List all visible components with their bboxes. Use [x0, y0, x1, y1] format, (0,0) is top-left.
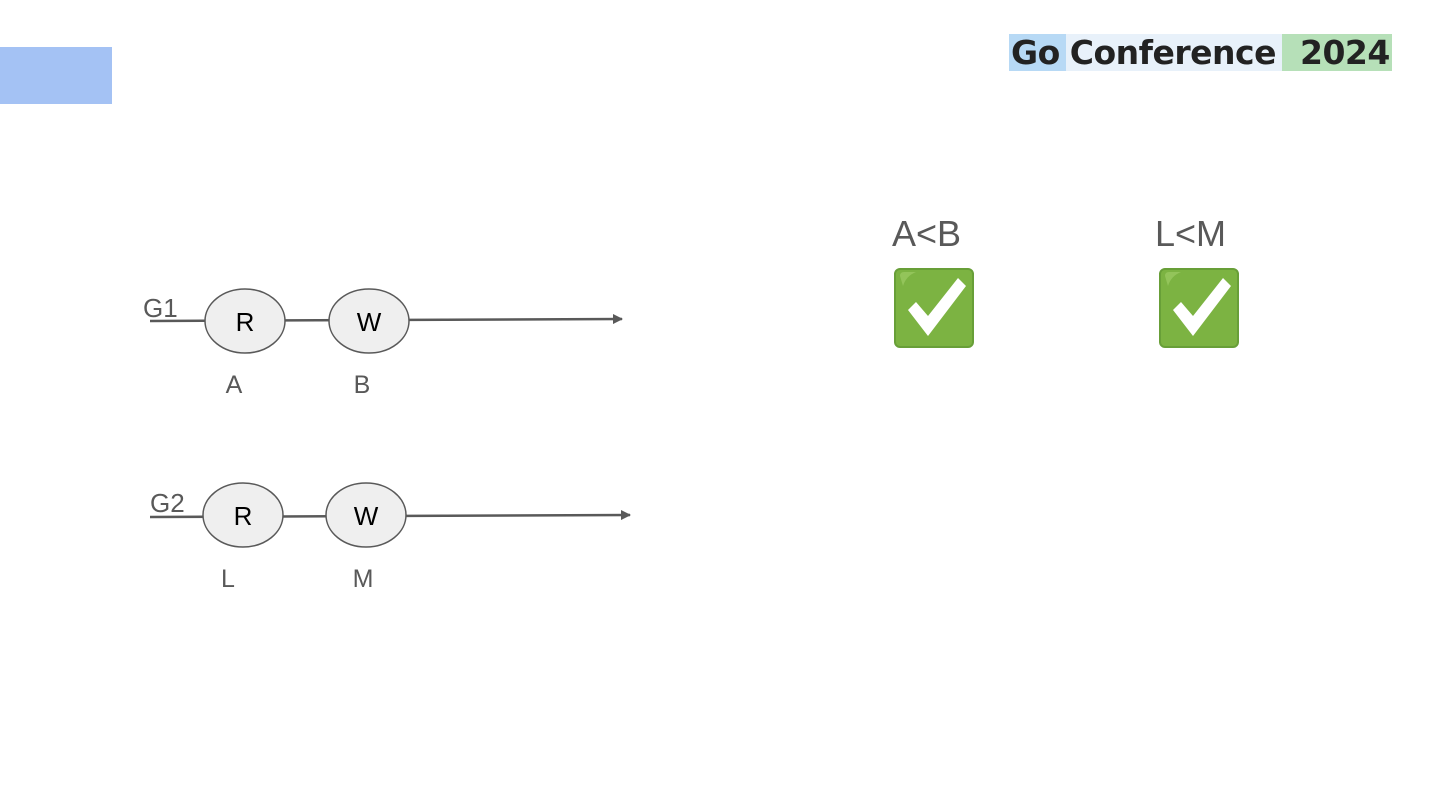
- write-node-g2-op: W: [354, 501, 379, 531]
- read-node-g1: [204, 288, 286, 354]
- logo-go: Go: [1009, 34, 1066, 71]
- read-node-g2-op: R: [234, 501, 253, 531]
- write-node-g1: [328, 288, 410, 354]
- timeline-g2: G2 R W L M: [149, 482, 631, 593]
- conference-logo: Go Conference 2024: [1009, 34, 1392, 71]
- event-label-m: M: [353, 565, 374, 593]
- check-mark-icon: [1159, 268, 1239, 348]
- write-node-g1-op: W: [357, 307, 382, 337]
- logo-year: 2024: [1281, 34, 1392, 71]
- condition-l-before-m: L<M: [1155, 213, 1227, 254]
- read-node-g2: [202, 482, 284, 548]
- goroutine-label-g2: G2: [150, 488, 185, 518]
- read-node-g1-op: R: [236, 307, 255, 337]
- event-label-a: A: [226, 371, 243, 399]
- check-mark-icon: [894, 268, 974, 348]
- write-node-g2: [325, 482, 407, 548]
- condition-a-before-b: A<B: [892, 213, 962, 254]
- event-label-b: B: [354, 371, 371, 399]
- event-label-l: L: [221, 565, 235, 593]
- corner-accent-block: [0, 47, 112, 104]
- goroutine-label-g1: G1: [143, 293, 178, 323]
- logo-conference: Conference: [1065, 34, 1282, 71]
- timeline-g1: G1 R W A B: [143, 288, 623, 399]
